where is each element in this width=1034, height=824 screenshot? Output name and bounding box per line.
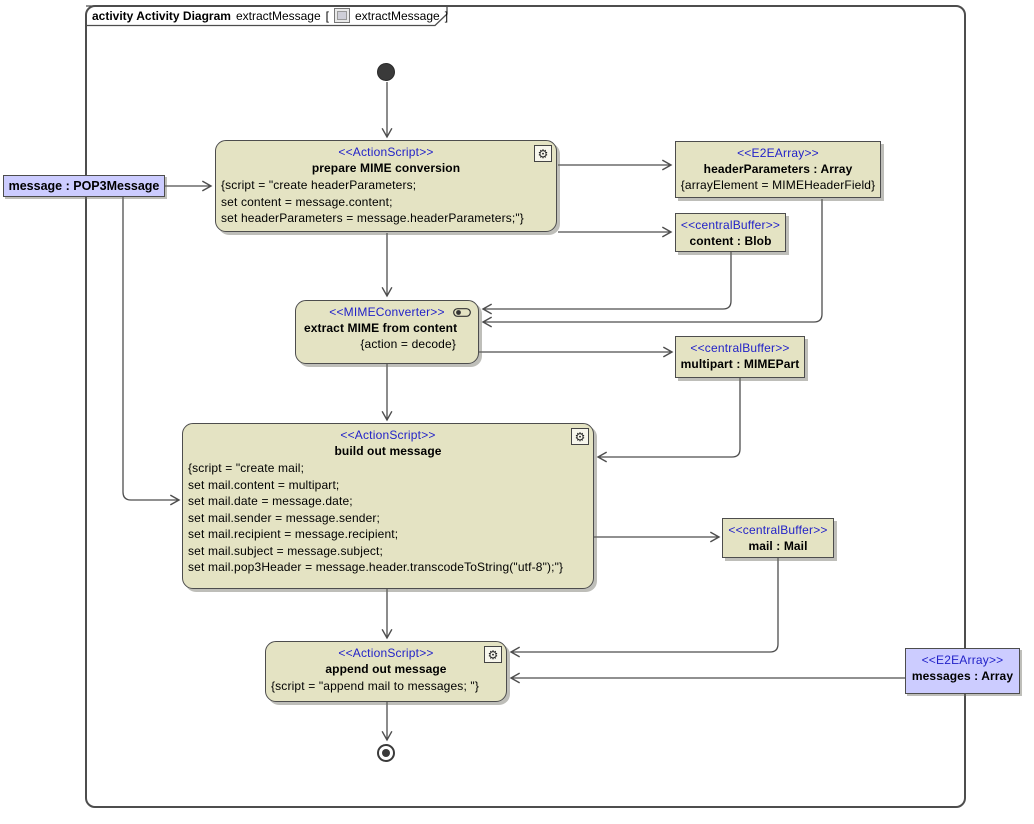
object-node-icon [453, 308, 471, 317]
frame-tab-shape [86, 5, 448, 27]
edge-message-to-build[interactable] [122, 197, 181, 506]
stereotype-label: <<centralBuffer>> [728, 523, 828, 537]
script-line: {script = "create mail; [188, 461, 305, 475]
gear-icon: ⚙ [484, 646, 502, 663]
script-line: {script = "create headerParameters; [221, 178, 417, 192]
script-line: set mail.date = message.date; [188, 494, 353, 508]
gear-glyph: ⚙ [487, 647, 499, 662]
script-line: {script = "append mail to messages; "} [271, 679, 479, 693]
frame-keyword: activity Activity Diagram [92, 8, 231, 23]
action-extract-mime[interactable]: <<MIMEConverter>> extract MIME from cont… [295, 300, 479, 364]
gear-glyph: ⚙ [537, 146, 549, 161]
gear-icon: ⚙ [534, 145, 552, 162]
edge-headerparams-to-extract[interactable] [481, 199, 823, 328]
stereotype-label: <<ActionScript>> [340, 428, 436, 442]
param-node-label: message : POP3Message [8, 179, 160, 193]
frame-title-tab: activity Activity Diagram extractMessage… [85, 5, 457, 27]
stereotype-label: <<centralBuffer>> [680, 218, 781, 232]
edge-mail-to-append[interactable] [509, 558, 779, 658]
constraint-label: {action = decode} [360, 337, 456, 351]
frame-title: activity Activity Diagram extractMessage… [92, 8, 448, 23]
stereotype-label: <<ActionScript>> [338, 145, 434, 159]
action-build-out-message[interactable]: <<ActionScript>> build out message {scri… [182, 423, 594, 589]
stereotype-label: <<MIMEConverter>> [329, 305, 445, 319]
action-append-out-message[interactable]: <<ActionScript>> append out message {scr… [265, 641, 507, 702]
edge-multipart-to-build[interactable] [596, 378, 741, 463]
object-node-name: headerParameters : Array [703, 162, 853, 176]
stereotype-label: <<E2EArray>> [737, 146, 819, 160]
action-name: extract MIME from content [304, 321, 458, 335]
diagram-icon [334, 8, 350, 23]
frame-name: extractMessage [235, 8, 321, 23]
script-line: set mail.recipient = message.recipient; [188, 527, 399, 541]
script-line: set mail.subject = message.subject; [188, 543, 384, 558]
object-node-mail[interactable]: <<centralBuffer>> mail : Mail [722, 518, 834, 558]
object-node-header-parameters[interactable]: <<E2EArray>> headerParameters : Array {a… [675, 141, 881, 198]
edge-content-to-extract[interactable] [481, 252, 732, 315]
action-name: prepare MIME conversion [311, 161, 461, 175]
activity-frame [85, 5, 966, 808]
object-node-multipart[interactable]: <<centralBuffer>> multipart : MIMEPart [675, 336, 805, 378]
gear-glyph: ⚙ [574, 429, 586, 444]
action-prepare-mime-conversion[interactable]: <<ActionScript>> prepare MIME conversion… [215, 140, 557, 232]
action-name: append out message [325, 662, 447, 676]
action-name: build out message [334, 444, 442, 458]
object-node-name: content : Blob [689, 234, 772, 248]
object-node-name: messages : Array [911, 669, 1014, 683]
stereotype-label: <<E2EArray>> [921, 653, 1004, 667]
object-node-messages[interactable]: <<E2EArray>> messages : Array [905, 648, 1020, 694]
script-line: set mail.pop3Header = message.header.tra… [188, 560, 564, 574]
frame-ref-name: extractMessage [355, 8, 440, 23]
gear-icon: ⚙ [571, 428, 589, 445]
frame-bracket-open: [ [325, 8, 329, 23]
script-line: set content = message.content; [221, 194, 393, 209]
script-line: set mail.content = multipart; [188, 477, 340, 492]
param-node-message[interactable]: message : POP3Message [3, 175, 165, 197]
object-node-name: mail : Mail [748, 539, 808, 553]
script-line: set mail.sender = message.sender; [188, 510, 381, 525]
script-line: set headerParameters = message.headerPar… [221, 211, 524, 225]
stereotype-label: <<centralBuffer>> [690, 341, 790, 355]
activity-final-node[interactable] [377, 744, 395, 762]
activity-final-dot [382, 749, 390, 757]
frame-bracket-close: ] [444, 8, 449, 23]
stereotype-label: <<ActionScript>> [338, 646, 434, 660]
object-node-name: multipart : MIMEPart [680, 357, 800, 371]
constraint-label: {arrayElement = MIMEHeaderField} [680, 178, 876, 192]
initial-node[interactable] [377, 63, 395, 81]
object-node-content[interactable]: <<centralBuffer>> content : Blob [675, 213, 786, 252]
